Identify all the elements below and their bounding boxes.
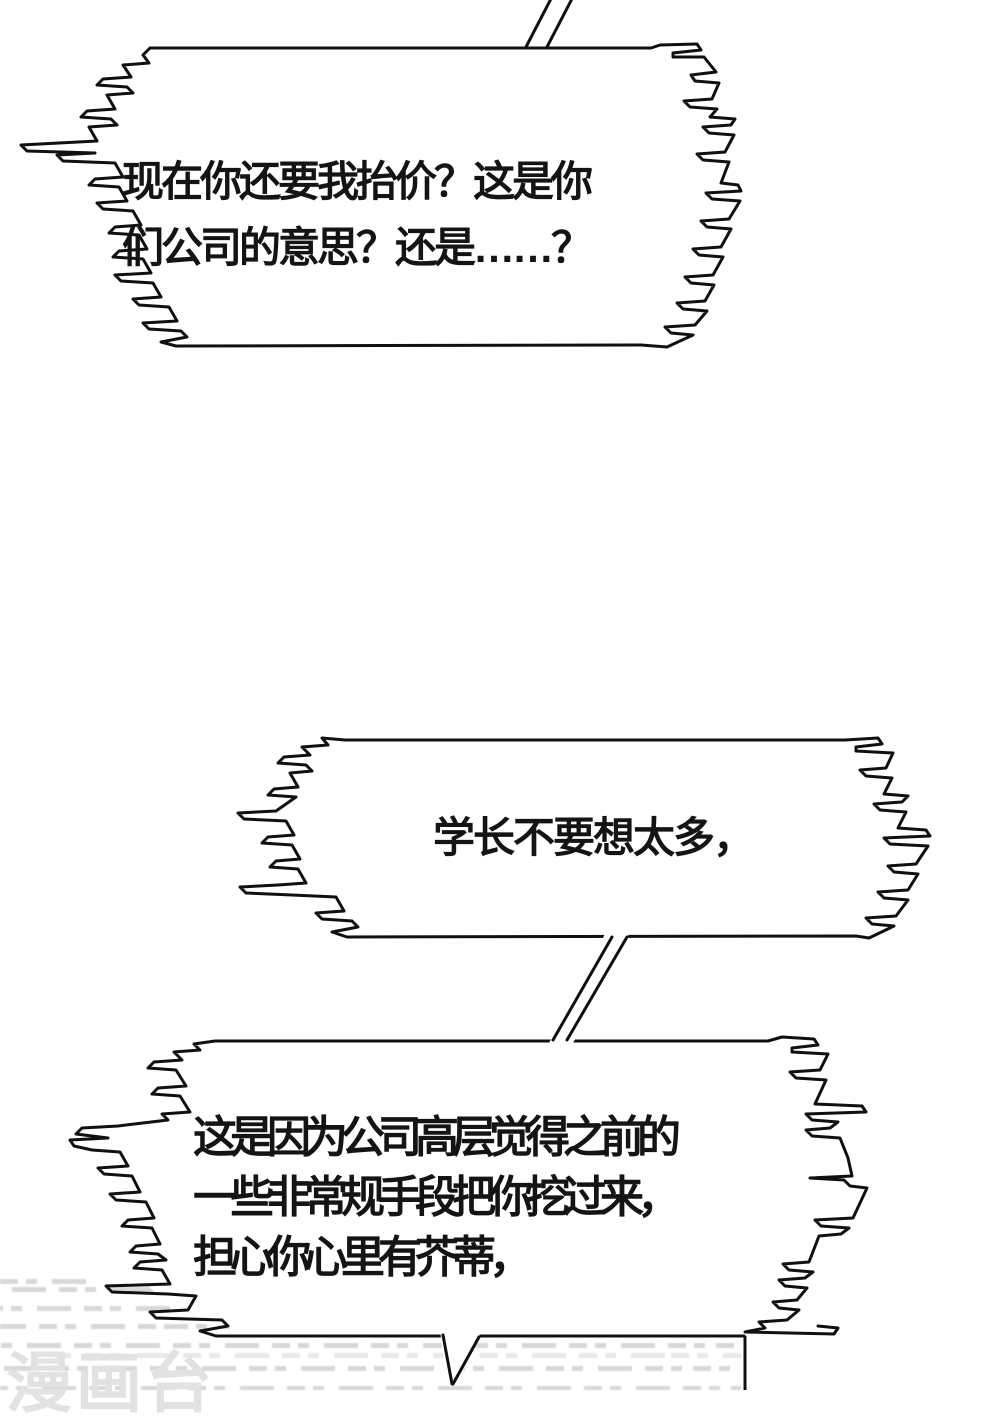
- next-panel-area: [744, 1336, 1000, 1390]
- bubble-bottom-text-line-1: 这是因为公司高层觉得之前的: [193, 1113, 681, 1162]
- watermark-text-row: [0, 1279, 92, 1284]
- bubble-bottom-tail: [441, 1333, 481, 1386]
- bubble-middle-text: 学长不要想太多，: [433, 812, 755, 864]
- bubble-connector-tail: [551, 935, 629, 1042]
- bubble-top-text-line-2: 们公司的意思？还是……？: [122, 224, 593, 271]
- bubble-connector-tail-mask: [547, 930, 631, 1047]
- bubble-bottom-outline: [68, 1035, 869, 1338]
- bubble-top-text-line-1: 现在你还要我抬价？这是你: [122, 158, 593, 205]
- bubble-top-text: 现在你还要我抬价？这是你 们公司的意思？还是……？: [122, 149, 593, 281]
- bubble-top-tail-mask: [524, 0, 576, 43]
- bubble-top-tail: [524, 0, 574, 49]
- bubble-top-fill: [100, 52, 705, 338]
- bubble-bottom-fill: [108, 1046, 857, 1330]
- bubble-bottom-text: 这是因为公司高层觉得之前的 一些非常规手段把你挖过来， 担心你心里有芥蒂，: [193, 1108, 681, 1288]
- bubble-top-outline: [19, 42, 743, 349]
- watermark-text-row: [0, 1366, 741, 1371]
- watermark-text-row: [0, 1306, 205, 1311]
- bubble-artwork: [19, 0, 1000, 1390]
- bubble-bottom-text-line-3: 担心你心里有芥蒂，: [193, 1233, 533, 1282]
- bubble-middle-text-line-1: 学长不要想太多，: [433, 814, 755, 861]
- bubble-bottom-text-line-2: 一些非常规手段把你挖过来，: [193, 1173, 681, 1222]
- watermark-text-row: [0, 1287, 180, 1292]
- watermark-text-row: [0, 1324, 230, 1329]
- watermark-text-row: [0, 1343, 741, 1348]
- bubble-middle-fill: [296, 744, 891, 930]
- watermark-text-row: [0, 1386, 741, 1390]
- watermark-text-row: [55, 1353, 741, 1358]
- bubble-middle-outline: [236, 736, 932, 940]
